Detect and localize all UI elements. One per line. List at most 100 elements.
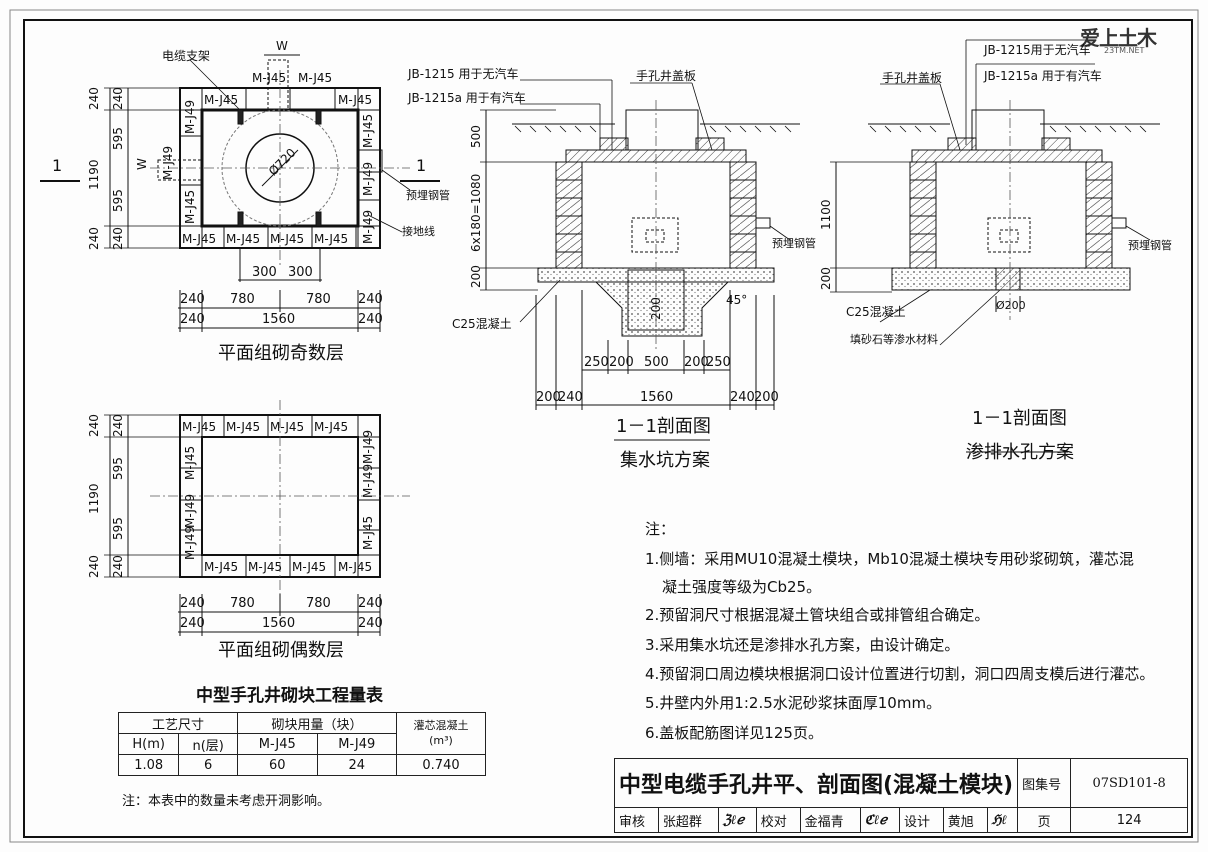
section-mark-left: 1 [52,156,63,175]
dim-label: 595 [111,127,125,150]
dim-label: 595 [111,457,125,480]
block-label: M-J49 [161,145,175,180]
concrete-unit: (m³) [429,733,453,747]
block-label: M-J45 [204,560,239,574]
note-item: 5.井壁内外用1:2.5水泥砂浆抹面厚10mm。 [645,694,942,712]
block-label: M-J45 [183,189,197,224]
block-label: M-J45 [292,560,327,574]
reviewer-signature: ℨℓℯ [717,807,757,833]
dim-label: 1560 [640,390,674,405]
block-label: M-J45 [361,113,375,148]
table-cell: 6 [178,754,238,776]
dim-label: 240 [558,390,583,405]
review-label: 审核 [614,807,659,833]
block-label: M-J45 [270,420,305,434]
embedded-pipe-label: 预埋钢管 [772,237,816,250]
note-item: 3.采用集水坑还是渗排水孔方案，由设计确定。 [645,636,960,654]
embedded-pipe-label: 预埋钢管 [1128,239,1172,252]
checker-signature: ℭℓℯ [859,807,900,833]
dim-label: 240 [111,227,125,250]
table-row: H(m) n(层) M-J45 M-J49 [117,733,486,755]
dim-label: 200 [819,267,833,290]
dim-label: 1560 [262,312,296,327]
dim-label: 240 [358,616,383,631]
note-item: 1.侧墙：采用MU10混凝土模块，Mb10混凝土模块专用砂浆砌筑，灌芯混 [645,550,1134,568]
design-label: 设计 [898,807,944,833]
plan-odd-title: 平面组砌奇数层 [218,343,344,364]
block-label: M-J45 [338,93,373,107]
block-label: M-J49 [361,463,375,498]
dim-label: 240 [358,292,383,307]
title-block-row: 中型电缆手孔井平、剖面图(混凝土模块) 图集号 07SD101-8 [613,758,1189,808]
block-label: M-J45 [314,232,349,246]
dim-label: 240 [358,596,383,611]
table-header: 工艺尺寸 [118,712,238,734]
note-item: 2.预留洞尺寸根据混凝土管块组合或排管组合确定。 [645,606,990,624]
table-cell: 24 [316,754,397,776]
dim-label: 300 [252,265,277,280]
designer-name: 黄旭 [942,807,988,833]
cover-type-label-a: JB-1215 用于无汽车 [408,67,519,81]
block-label: M-J49 [183,99,197,134]
plan-odd-drawing [40,54,440,332]
check-label: 校对 [755,807,801,833]
title-block-row: 审核 张超群 ℨℓℯ 校对 金福青 ℭℓℯ 设计 黄旭 ℌℓ 页 124 [614,807,1189,833]
dim-label: 200 [609,355,634,370]
section-pit-drawing [480,79,800,441]
dim-label: 1190 [87,159,101,190]
dim-label: 1190 [87,483,101,514]
table-header: M-J45 [237,733,318,755]
block-label: M-J45 [182,420,217,434]
dim-label: 240 [180,292,205,307]
quantity-table: 工艺尺寸 砌块用量（块） 灌芯混凝土 (m³) H(m) n(层) M-J45 … [117,712,486,776]
dim-label: 240 [87,227,101,250]
section-drain-title: 1－1剖面图 [972,408,1067,429]
block-label: M-J45 [248,560,283,574]
w-dim-label: W [135,158,149,170]
concrete-label: C25混凝土 [846,305,906,319]
dim-label: 1100 [819,199,833,230]
block-label: M-J45 [252,71,287,85]
table-header: 砌块用量（块） [237,712,397,734]
block-label: M-J45 [338,560,373,574]
block-label: M-J49 [361,209,375,244]
w-dim-label: W [276,39,288,53]
cover-type-label-b: JB-1215a 用于有汽车 [408,91,526,105]
section-pit-title: 1－1剖面图 [616,416,711,437]
dim-label: 240 [87,87,101,110]
dim-label: 250 [584,355,609,370]
dim-label: 240 [180,596,205,611]
drawing-title: 中型电缆手孔井平、剖面图(混凝土模块) [613,758,1019,808]
block-label: M-J45 [183,445,197,480]
table-header: 灌芯混凝土 (m³) [396,712,486,755]
dim-label: 780 [230,596,255,611]
dim-label: 1560 [262,616,296,631]
atlas-number: 07SD101-8 [1070,758,1189,808]
section-drain-subtitle: 渗排水孔方案 [966,442,1074,463]
section-pit-subtitle: 集水坑方案 [620,450,710,471]
watermark-site: 23TM.NET [1104,46,1145,55]
table-row: 1.08 6 60 24 0.740 [117,754,486,776]
table-cell: 1.08 [117,754,180,776]
table-header: n(层) [178,733,238,755]
dim-label: 200 [684,355,709,370]
dim-label: 780 [306,596,331,611]
note-item: 6.盖板配筋图详见125页。 [645,724,823,742]
dim-label: 780 [306,292,331,307]
fill-material-label: 填砂石等渗水材料 [850,333,938,346]
embedded-pipe-label: 预埋钢管 [406,189,450,202]
plan-even-title: 平面组砌偶数层 [218,640,344,661]
block-label: M-J45 [226,420,261,434]
dim-label: 780 [230,292,255,307]
block-label: M-J45 [204,93,239,107]
table-cell: 60 [237,754,318,776]
block-label: M-J49 [183,525,197,560]
diameter-label: Ø200 [996,299,1026,312]
block-label: M-J45 [298,71,333,85]
cover-type-label-a: JB-1215用于无汽车 [984,43,1091,57]
cover-label: 手孔井盖板 [882,71,943,85]
cover-label: 手孔井盖板 [636,69,697,83]
concrete-header: 灌芯混凝土 [413,719,469,733]
